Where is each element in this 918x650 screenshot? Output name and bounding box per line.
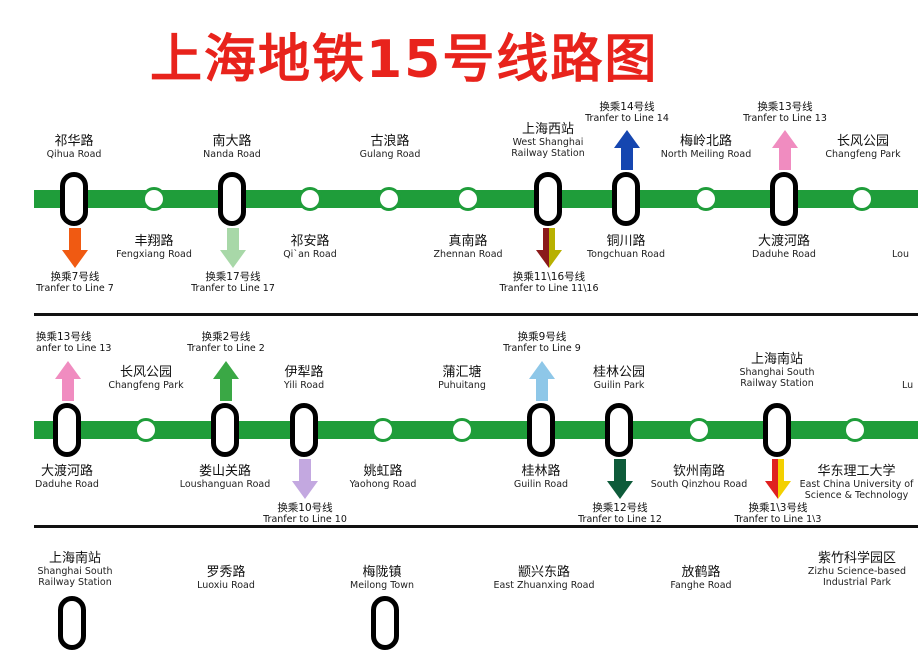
transfer-arrow-line-14 <box>614 130 640 170</box>
transfer-arrow-line-9 <box>529 361 555 401</box>
station-node-yili-road[interactable] <box>290 403 318 457</box>
station-label-lu-partial: Lu <box>902 380 914 391</box>
transfer-arrow-line-13 <box>772 130 798 170</box>
transfer-arrow-line-10 <box>292 459 318 499</box>
transfer-arrow-line-12 <box>607 459 633 499</box>
map-title: 上海地铁15号线路图 <box>150 30 659 90</box>
station-node-tongchuan-road[interactable] <box>612 172 640 226</box>
transfer-arrow-line-17 <box>220 228 246 268</box>
station-node-shanghai-south[interactable] <box>763 403 791 457</box>
station-label-lou-partial: Lou <box>892 249 909 260</box>
station-node-south-qinzhou-road[interactable] <box>687 418 711 442</box>
transfer-arrow-line-11-16 <box>536 228 562 268</box>
transfer-arrow-line-7 <box>62 228 88 268</box>
station-node-yaohong-road[interactable] <box>371 418 395 442</box>
transfer-arrow-line-1-3 <box>765 459 791 499</box>
station-node-west-shanghai[interactable] <box>534 172 562 226</box>
station-node-qian-road[interactable] <box>298 187 322 211</box>
station-node-qihua-road[interactable] <box>60 172 88 226</box>
transfer-arrow-line-13-row2 <box>55 361 81 401</box>
station-node-daduhe-road-2[interactable] <box>53 403 81 457</box>
station-node-puhuitang[interactable] <box>450 418 474 442</box>
transfer-arrow-line-2 <box>213 361 239 401</box>
station-node-fengxiang-road[interactable] <box>142 187 166 211</box>
station-node-guilin-road[interactable] <box>527 403 555 457</box>
station-node-ecust[interactable] <box>843 418 867 442</box>
station-node-zhennan-road[interactable] <box>456 187 480 211</box>
row-divider-1 <box>34 313 918 316</box>
station-node-changfeng-park-2[interactable] <box>134 418 158 442</box>
station-node-gulang-road[interactable] <box>377 187 401 211</box>
station-node-daduhe-road[interactable] <box>770 172 798 226</box>
station-node-loushanguan-road[interactable] <box>211 403 239 457</box>
station-node-guilin-park[interactable] <box>605 403 633 457</box>
station-node-nanda-road[interactable] <box>218 172 246 226</box>
row-divider-2 <box>34 525 918 528</box>
station-node-meilong-town[interactable] <box>371 596 399 650</box>
station-node-north-meiling-road[interactable] <box>694 187 718 211</box>
station-node-changfeng-park[interactable] <box>850 187 874 211</box>
station-node-shanghai-south-row3[interactable] <box>58 596 86 650</box>
